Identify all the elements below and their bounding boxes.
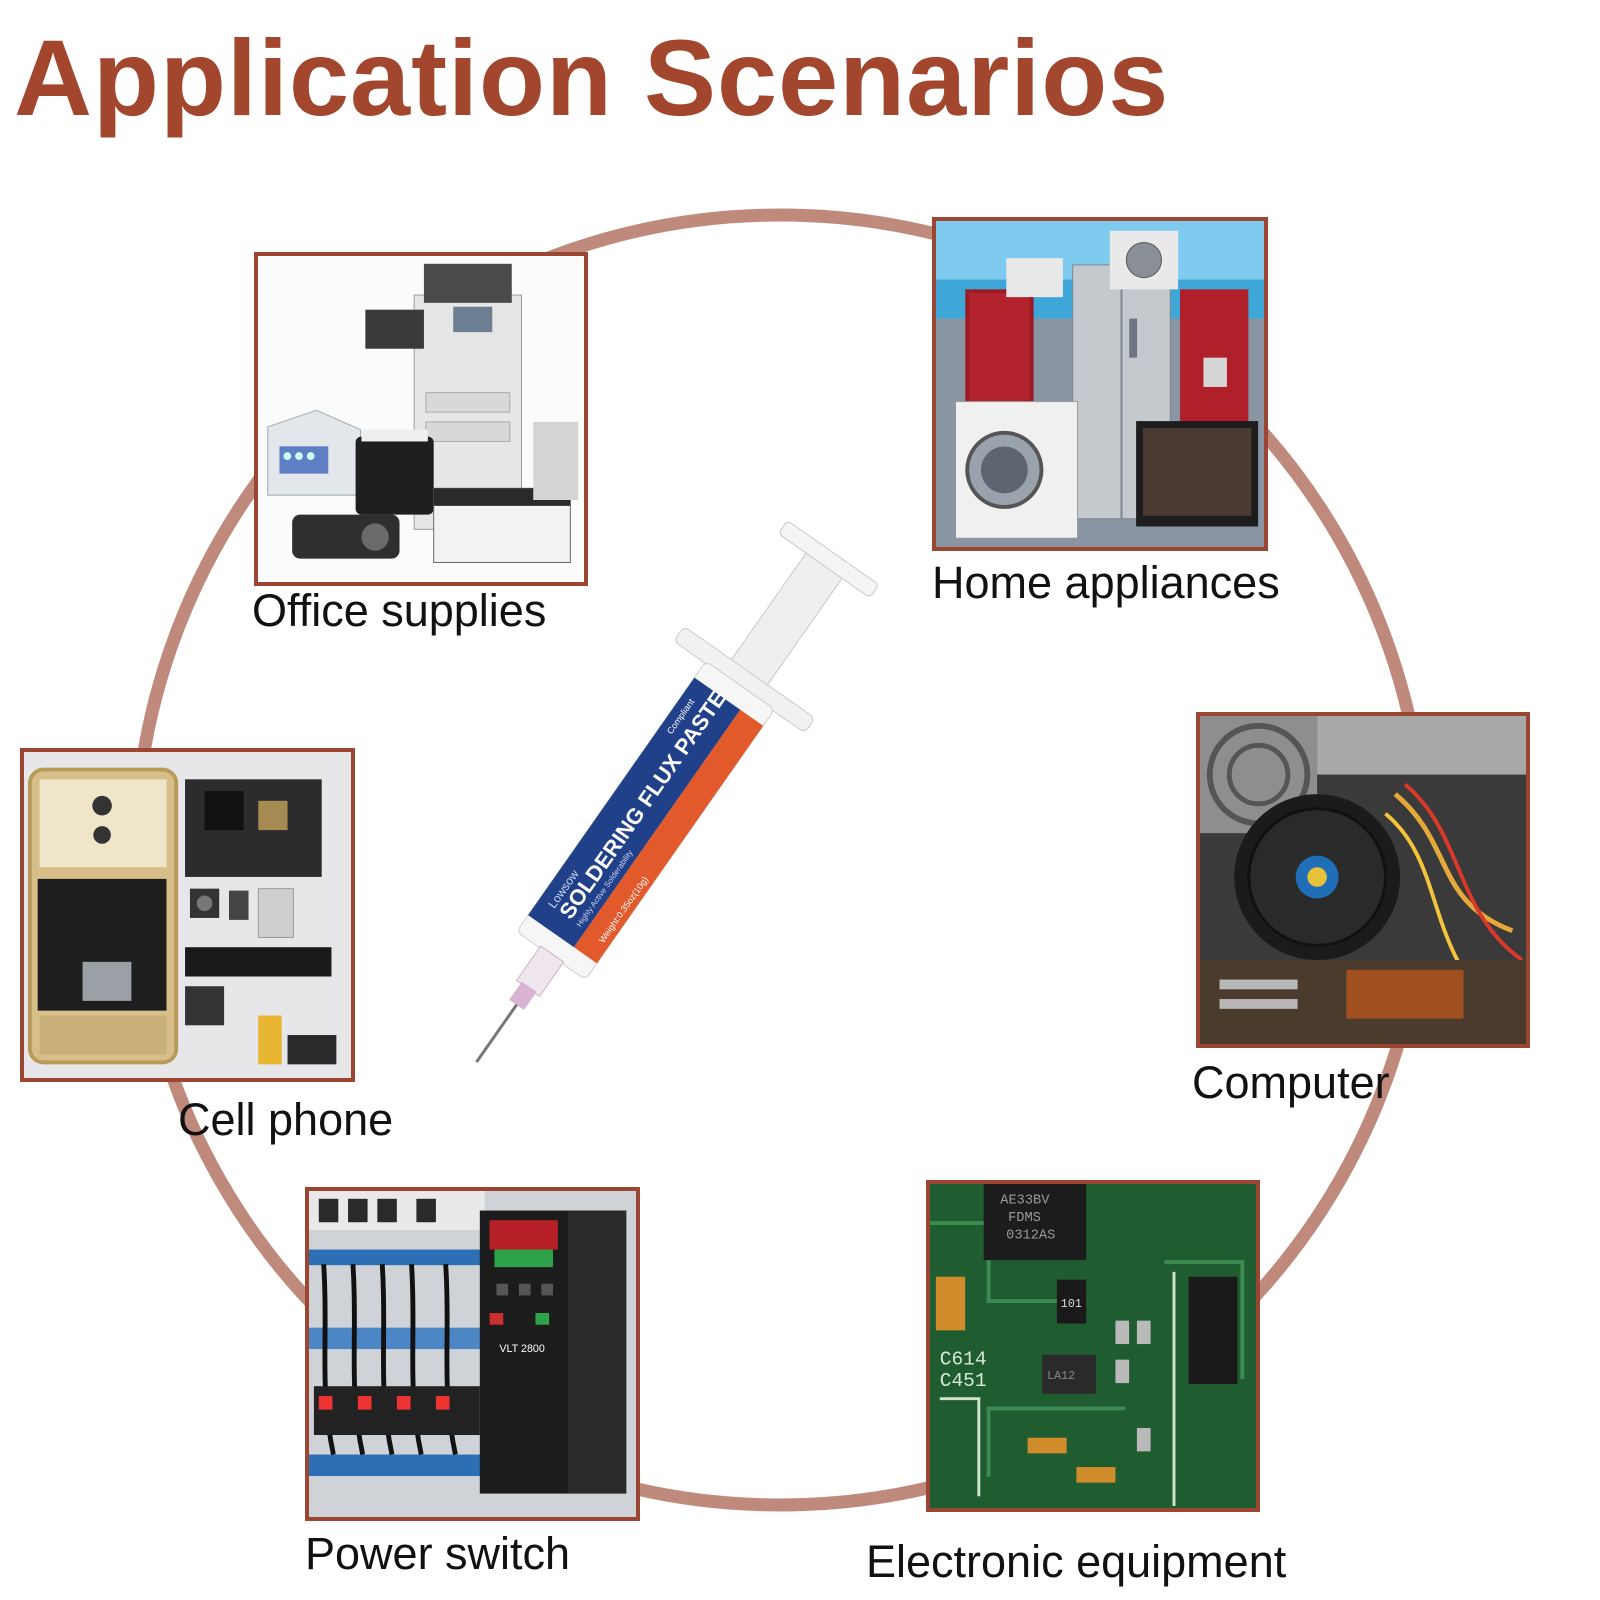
power-switch-image: VLT 2800 xyxy=(305,1187,640,1521)
board-label-1: C614 xyxy=(940,1349,987,1371)
power-switch-label: Power switch xyxy=(305,1528,571,1579)
soldering-flux-syringe: SOLDERING FLUX PASTE Lowsow Compliant Hi… xyxy=(475,521,878,1063)
resistor-marking: 101 xyxy=(1061,1297,1082,1311)
cell-phone-parts-photo-icon xyxy=(24,752,351,1078)
office-equipment-photo-icon xyxy=(258,256,584,582)
home-appliances-photo-icon xyxy=(936,221,1264,547)
computer-interior-photo-icon xyxy=(1200,716,1526,1044)
home-appliances-image xyxy=(932,217,1268,551)
chip-marking-2: FDMS xyxy=(1008,1211,1041,1226)
office-supplies-label: Office supplies xyxy=(252,585,547,636)
office-supplies-image xyxy=(254,252,588,586)
circuit-board-photo-icon: AE33BV FDMS 0312AS 101 LA12 C614 C451 xyxy=(930,1184,1256,1508)
board-label-2: C451 xyxy=(940,1370,987,1392)
chip-marking-1: AE33BV xyxy=(1000,1194,1050,1209)
computer-label: Computer xyxy=(1192,1057,1390,1108)
drive-model-label: VLT 2800 xyxy=(499,1343,545,1355)
chip-marking-3: 0312AS xyxy=(1006,1229,1055,1244)
cell-phone-image xyxy=(20,748,355,1082)
electronic-equipment-label: Electronic equipment xyxy=(866,1536,1287,1587)
page-title: Application Scenarios xyxy=(14,17,1170,138)
home-appliances-label: Home appliances xyxy=(932,557,1280,608)
chip-marking-4: LA12 xyxy=(1047,1369,1075,1383)
power-switch-panel-photo-icon: VLT 2800 xyxy=(309,1191,636,1517)
cell-phone-label: Cell phone xyxy=(178,1094,394,1145)
electronic-equipment-image: AE33BV FDMS 0312AS 101 LA12 C614 C451 xyxy=(926,1180,1260,1512)
computer-image xyxy=(1196,712,1530,1048)
